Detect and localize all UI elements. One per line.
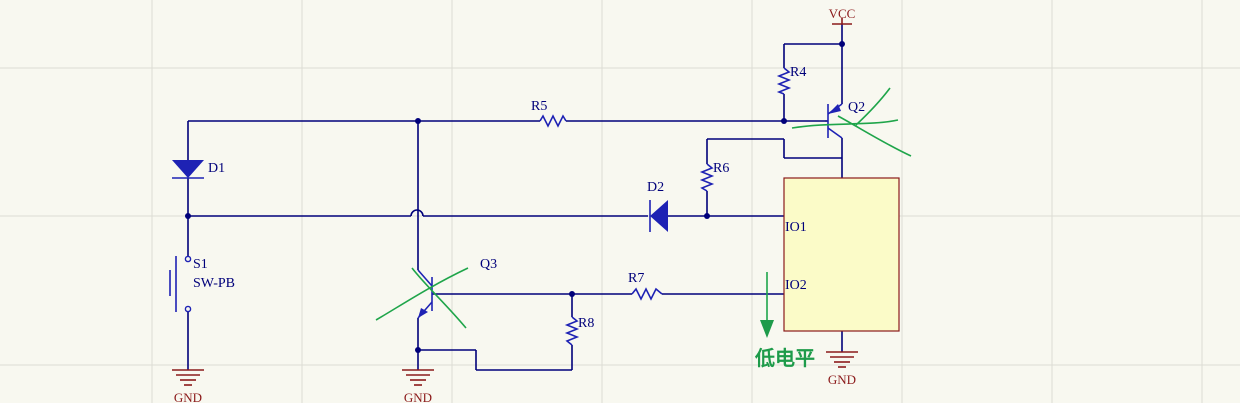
d2-label: D2: [647, 180, 664, 195]
wires: [187, 24, 843, 371]
resistor-r7[interactable]: R7: [628, 271, 663, 301]
ground-symbol-s1: [172, 369, 204, 386]
r4-label: R4: [790, 65, 806, 80]
q3-cross-out-mark: [375, 267, 469, 329]
transistor-q3[interactable]: Q3: [375, 257, 497, 329]
io2-pin-label: IO2: [785, 278, 807, 293]
resistor-r4[interactable]: R4: [776, 65, 806, 95]
low-level-label: 低电平: [754, 346, 815, 370]
d1-label: D1: [208, 161, 225, 176]
vcc-symbol: VCC: [829, 6, 856, 25]
ground-symbol-ic: [826, 351, 858, 368]
resistor-r6[interactable]: R6: [699, 161, 729, 192]
s1-label: S1: [193, 257, 208, 272]
r8-label: R8: [578, 316, 594, 331]
switch-s1[interactable]: S1 SW-PB: [169, 255, 235, 313]
r7-label: R7: [628, 271, 644, 286]
r6-label: R6: [713, 161, 729, 176]
io1-pin-label: IO1: [785, 220, 807, 235]
transistor-q2[interactable]: Q2: [791, 87, 912, 157]
q2-cross-out-mark: [791, 87, 912, 157]
s1-type-label: SW-PB: [193, 276, 235, 291]
r5-label: R5: [531, 99, 547, 114]
ic-block[interactable]: IO1 IO2: [783, 177, 900, 332]
q2-label: Q2: [848, 100, 865, 115]
resistor-r5[interactable]: R5: [531, 99, 567, 128]
resistor-r8[interactable]: R8: [564, 316, 594, 346]
gnd-label-q3: GND: [404, 390, 432, 403]
diode-d2[interactable]: D2: [647, 180, 668, 232]
vcc-label: VCC: [829, 6, 856, 21]
gnd-label-s1: GND: [174, 390, 202, 403]
diode-d1[interactable]: D1: [172, 160, 225, 179]
junctions: [185, 41, 845, 353]
low-level-annotation: 低电平: [754, 272, 815, 370]
q3-label: Q3: [480, 257, 497, 272]
gnd-label-ic: GND: [828, 372, 856, 387]
ground-symbol-q3: [402, 369, 434, 386]
